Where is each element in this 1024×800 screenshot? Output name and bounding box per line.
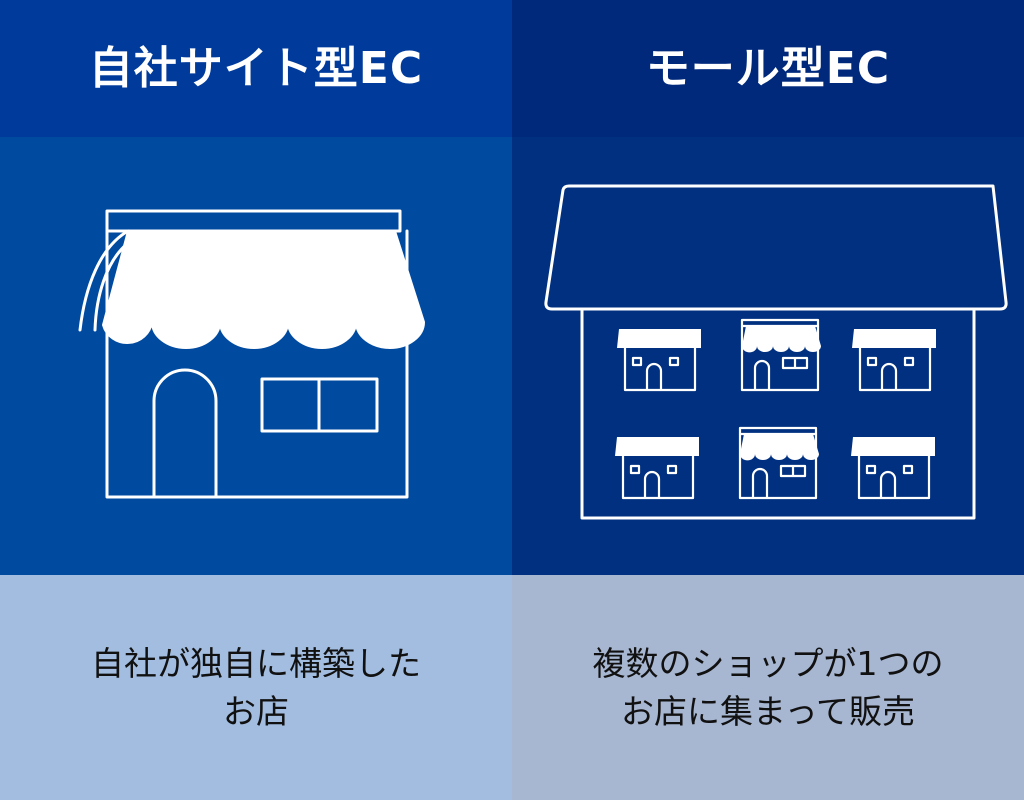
title-own-site-ec: 自社サイト型EC: [88, 42, 424, 94]
description-mall-line1: 複数のショップが1つの: [592, 643, 944, 683]
description-mall-line2: お店に集まって販売: [620, 691, 916, 731]
mini-shop-icon: [738, 426, 821, 500]
header-own-site-ec: 自社サイト型EC: [0, 0, 512, 137]
description-panel-own-site: 自社が独自に構築した お店: [0, 575, 512, 800]
mini-shop-icon: [740, 318, 823, 392]
title-mall-ec: モール型EC: [645, 42, 891, 94]
mini-house-icon: [613, 435, 701, 500]
mini-house-icon: [849, 435, 937, 500]
header-mall-ec: モール型EC: [512, 0, 1024, 137]
description-own-site: 自社が独自に構築した お店: [91, 640, 421, 736]
illustration-panel-mall: [512, 137, 1024, 575]
mall-building-icon: [544, 184, 1008, 520]
description-panel-mall: 複数のショップが1つの お店に集まって販売: [512, 575, 1024, 800]
mini-house-icon: [615, 327, 703, 392]
description-own-site-line1: 自社が独自に構築した: [91, 643, 421, 683]
single-shop-icon: [78, 209, 425, 499]
description-mall: 複数のショップが1つの お店に集まって販売: [593, 640, 944, 736]
mini-house-icon: [850, 327, 938, 392]
illustration-panel-own-site: [0, 137, 512, 575]
description-own-site-line2: お店: [223, 691, 289, 731]
